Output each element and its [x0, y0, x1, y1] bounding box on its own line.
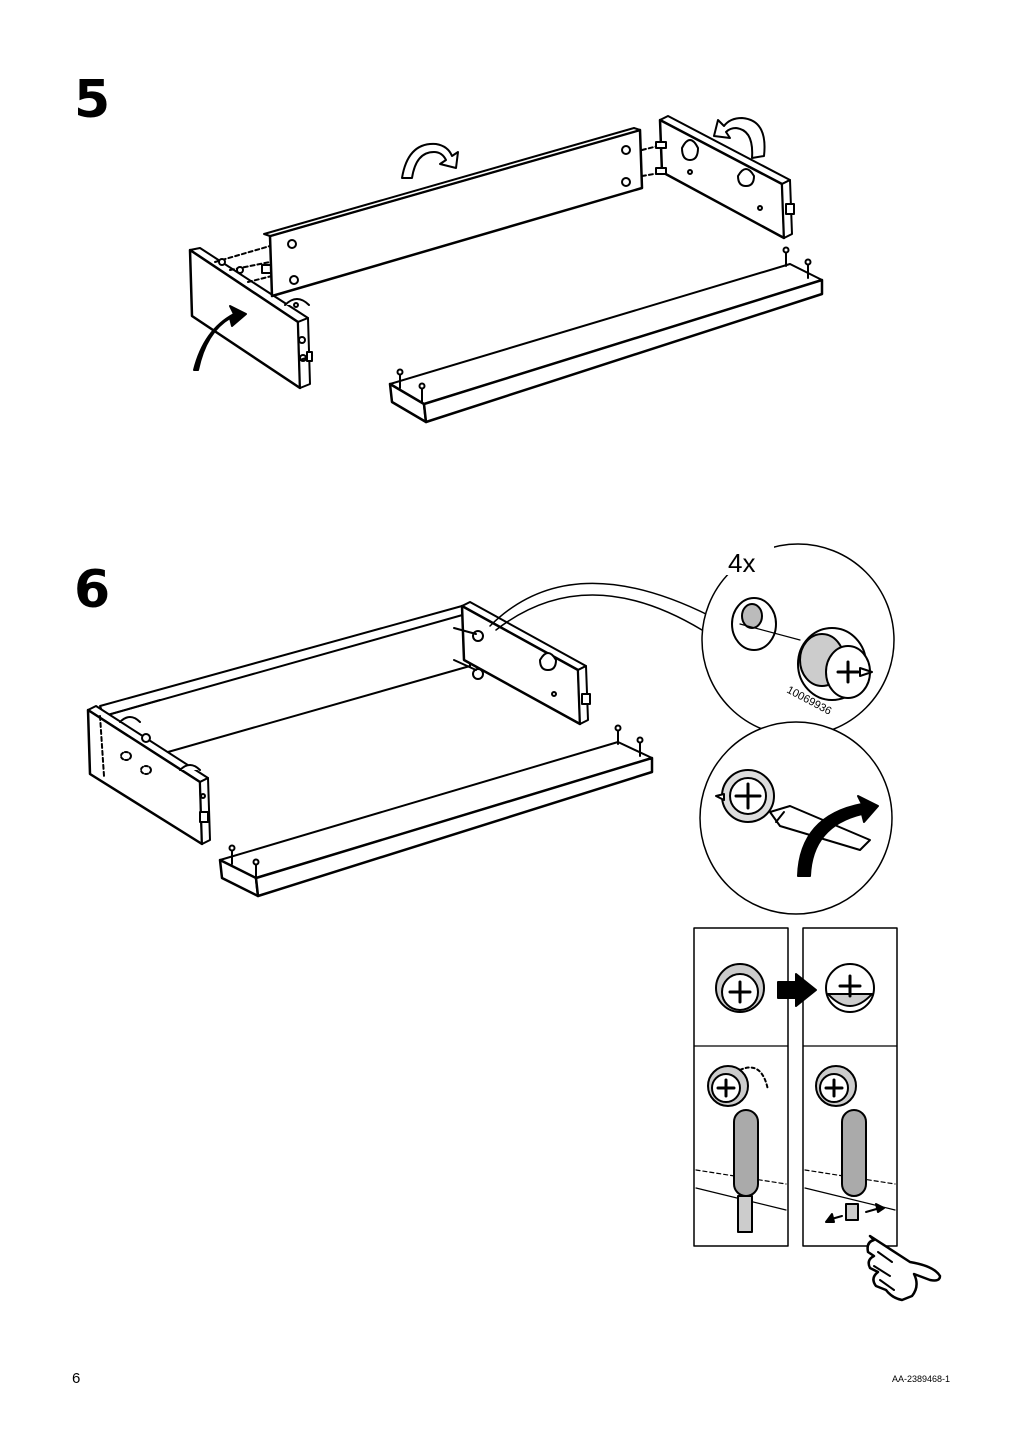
document-code: AA-2389468-1: [891, 1374, 950, 1384]
step-5-illustration: [188, 115, 824, 424]
quantity-label: 4x: [728, 548, 755, 578]
pointing-hand-icon: [866, 1234, 942, 1302]
bottom-panel: [388, 246, 824, 424]
screwdriver-detail: [699, 721, 893, 915]
left-side-panel: [86, 705, 211, 846]
cam-lock-icon: [825, 963, 875, 1013]
back-panel: [99, 605, 471, 753]
cam-lock-detail: [701, 543, 895, 737]
rotate-arrow-icon: [401, 142, 459, 179]
rotate-arrow-icon: [713, 117, 766, 159]
right-side-panel: [641, 115, 795, 240]
cam-bolt-locked: [804, 1065, 896, 1223]
bottom-panel: [218, 724, 654, 898]
comparison-grid: [693, 927, 898, 1247]
back-panel: [263, 127, 644, 298]
cam-bolt-unlocked: [695, 1065, 787, 1233]
step-6-illustration: [86, 543, 942, 1302]
right-side-panel: [453, 601, 591, 726]
left-side-panel: [188, 245, 313, 390]
cam-lock-icon: [715, 769, 775, 823]
cam-lock-icon: [715, 963, 765, 1013]
step-6-number: 6: [74, 560, 111, 620]
cam-lock-icon: [731, 597, 873, 701]
page-number: 6: [72, 1370, 81, 1387]
rotate-arrow-icon: [193, 305, 247, 371]
step-5-number: 5: [74, 70, 111, 130]
right-arrow-icon: [777, 973, 817, 1007]
